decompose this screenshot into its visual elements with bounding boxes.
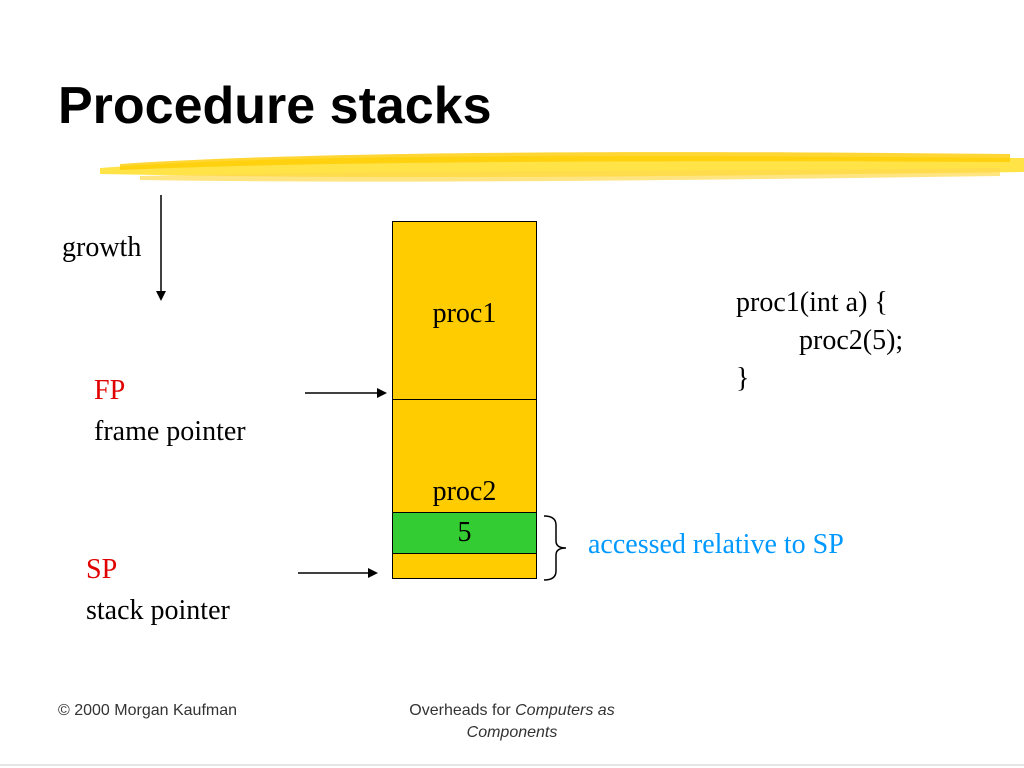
code-line-3: } [736,363,750,394]
title-highlight-stroke [100,152,1024,182]
procedure-stack: proc1 proc2 5 [392,221,537,579]
code-line-2: proc2(5); [736,325,904,356]
sp-arrow-icon [298,568,378,578]
sp-access-note: accessed relative to SP [588,529,844,560]
stack-frame-proc1-label: proc1 [432,298,497,329]
footer-overheads-prefix: Overheads for [409,702,516,719]
bottom-divider [0,764,1024,766]
footer-copyright: © 2000 Morgan Kaufman [58,702,238,719]
sp-description: stack pointer [86,595,230,626]
footer-book-title: Computers as Components [466,702,615,741]
growth-arrow-icon [156,195,166,301]
footer-course-info: Overheads for Computers as Components [372,700,652,744]
code-snippet: proc1(int a) { proc2(5); } [736,284,903,398]
fp-description: frame pointer [94,416,246,447]
stack-param-cell: 5 [392,512,537,554]
right-brace-icon [543,515,567,581]
sp-label: SP [86,554,118,585]
stack-frame-proc2-label: proc2 [432,476,497,507]
growth-label: growth [62,232,142,263]
slide-title: Procedure stacks [58,77,492,135]
code-line-1: proc1(int a) { [736,287,888,318]
stack-frame-proc1: proc1 [392,221,537,400]
fp-arrow-icon [305,388,387,398]
fp-label: FP [94,375,126,406]
